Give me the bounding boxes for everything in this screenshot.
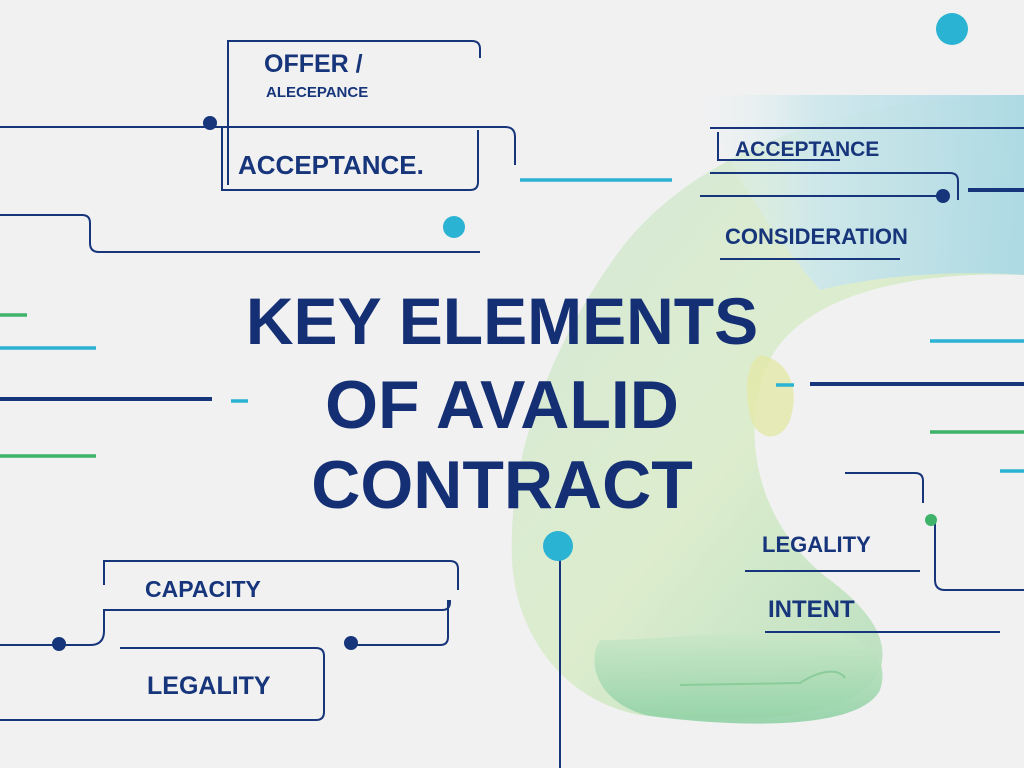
connector-legality-left [352, 600, 449, 646]
connector-dots [52, 13, 968, 651]
teal-dot-upper-left [443, 216, 465, 238]
title-line-1: KEY ELEMENTS [245, 284, 759, 358]
label-capacity: CAPACITY [145, 576, 261, 602]
teal-dot-top-right [936, 13, 968, 45]
accent-lines [0, 178, 1024, 473]
connector-lines [0, 40, 1024, 768]
label-acceptance-right: ACCEPTANCE [735, 138, 880, 161]
connector-offer-box [227, 40, 481, 185]
connector-left-top [0, 126, 516, 165]
connector-capacity-box [103, 560, 459, 590]
navy-dot-offer [203, 116, 217, 130]
label-acceptance-left: ACCEPTANCE. [238, 150, 424, 180]
connector-acceptance-right-box [717, 132, 840, 161]
label-legality-right: LEGALITY [762, 532, 871, 557]
connector-left-mid [0, 214, 480, 253]
connector-legality-left-box [0, 647, 325, 721]
label-intent: INTENT [768, 596, 855, 623]
label-offer: OFFER / [264, 50, 363, 78]
connector-capacity-bottom [0, 600, 451, 646]
title-line-3: CONTRACT [311, 447, 693, 523]
decorative-swoosh [511, 95, 1024, 724]
connector-acceptance-left [221, 127, 479, 191]
green-dot-right [925, 514, 937, 526]
title-line-2: OF AVALID [325, 367, 679, 443]
navy-dot-capacity-right [344, 636, 358, 650]
label-alecepance: ALECEPANCE [266, 84, 369, 101]
connector-intent-branch [931, 519, 1024, 591]
connector-legality-right [845, 472, 924, 503]
label-legality-left: LEGALITY [147, 672, 271, 700]
connector-acceptance-right-bottom [710, 172, 959, 200]
label-consideration: CONSIDERATION [725, 224, 908, 249]
teal-dot-center [543, 531, 573, 561]
navy-dot-capacity-left [52, 637, 66, 651]
navy-dot-consideration [936, 189, 950, 203]
